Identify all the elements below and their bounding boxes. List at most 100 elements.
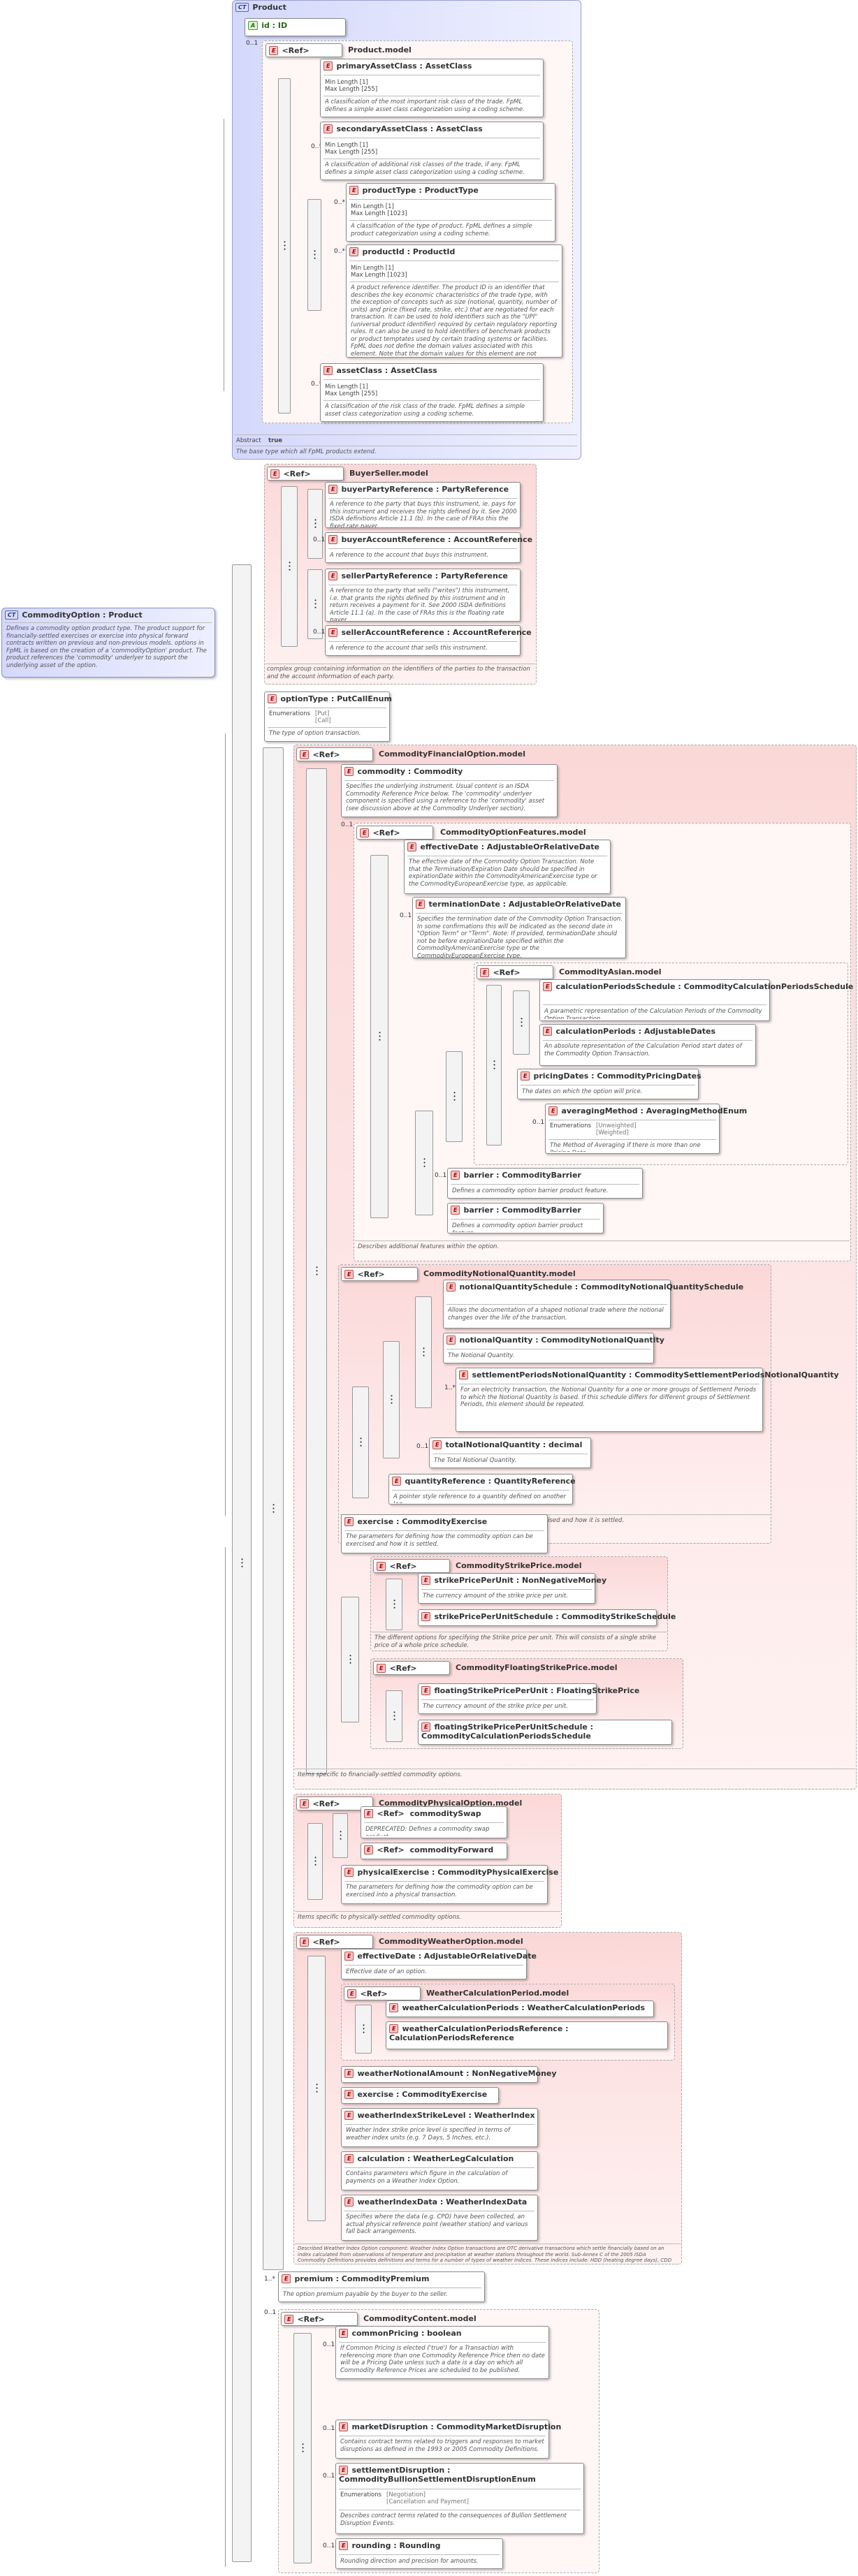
element-badge: E — [284, 2315, 294, 2324]
sequence-compositor[interactable] — [293, 2333, 312, 2563]
documentation: The type of option transaction. — [269, 730, 361, 737]
ref-label: <Ref> — [282, 46, 310, 55]
choice-compositor[interactable] — [341, 1597, 359, 1722]
element-name: sellerPartyReference : PartyReference — [341, 571, 508, 580]
choice-compositor[interactable] — [383, 1341, 400, 1458]
sequence-compositor[interactable] — [446, 1051, 463, 1142]
enumeration-values: [Unweighted] [Weighted] — [596, 1122, 637, 1136]
commodity-physical-option-ref[interactable]: E<Ref> — [296, 1796, 373, 1810]
sequence-compositor[interactable] — [370, 855, 388, 1218]
commodity-notional-quantity-ref[interactable]: E<Ref> — [341, 1267, 418, 1281]
multiplicity: 0..* — [334, 248, 345, 255]
choice-compositor[interactable] — [333, 1813, 348, 1858]
ref-label: <Ref> — [389, 1562, 417, 1571]
sequence-compositor[interactable] — [486, 985, 502, 1146]
element-commodity-forward[interactable]: E<Ref>commodityForward — [361, 1843, 507, 1859]
sequence-compositor[interactable] — [306, 768, 327, 1774]
element-commodity-swap[interactable]: E<Ref>commoditySwap DEPRECATED: Defines … — [361, 1806, 507, 1838]
commodity-floating-strike-price-ref[interactable]: E<Ref> — [373, 1661, 450, 1675]
commodity-content-ref[interactable]: E<Ref> — [281, 2312, 358, 2326]
multiplicity: 0..1 — [435, 1172, 447, 1179]
element-badge: E — [521, 1071, 530, 1081]
element-name: commodity : Commodity — [357, 767, 463, 776]
element-badge: E — [344, 767, 354, 776]
choice-compositor[interactable] — [307, 199, 321, 311]
sequence-compositor[interactable] — [281, 486, 298, 647]
root-sequence-compositor[interactable] — [232, 564, 252, 2562]
commodity-financial-option-ref[interactable]: E<Ref> — [296, 747, 373, 761]
buyer-seller-ref[interactable]: E<Ref> — [267, 467, 344, 481]
sequence-compositor[interactable] — [352, 1386, 369, 1498]
weather-calculation-period-ref[interactable]: E<Ref> — [344, 1986, 421, 2000]
sequence-compositor[interactable] — [307, 1956, 326, 2221]
ref-label: <Ref> — [389, 1664, 417, 1673]
element-name: premium : CommodityPremium — [294, 2274, 430, 2283]
choice-compositor[interactable] — [263, 747, 284, 2270]
sequence-compositor[interactable] — [307, 489, 323, 559]
choice-compositor[interactable] — [355, 2005, 372, 2054]
multiplicity: 0..1 — [313, 629, 326, 636]
element-badge: E — [300, 1799, 310, 1808]
documentation: The Notional Quantity. — [448, 1352, 515, 1359]
commodity-strike-price-ref[interactable]: E<Ref> — [373, 1559, 450, 1573]
sequence-compositor[interactable] — [278, 78, 291, 414]
choice-compositor[interactable] — [513, 990, 530, 1055]
commodity-asian-ref[interactable]: E<Ref> — [477, 965, 553, 979]
commodity-option-features-ref[interactable]: E<Ref> — [356, 826, 433, 840]
commodity-weather-option-ref[interactable]: E<Ref> — [296, 1935, 373, 1949]
sequence-compositor[interactable] — [415, 1296, 432, 1408]
sequence-compositor[interactable] — [307, 1823, 323, 1900]
choice-compositor[interactable] — [386, 1690, 402, 1742]
choice-compositor[interactable] — [386, 1579, 402, 1630]
choice-compositor[interactable] — [415, 1111, 433, 1215]
sequence-compositor[interactable] — [307, 569, 323, 639]
enumerations-label: Enumerations — [340, 2491, 382, 2498]
product-model-ref[interactable]: E<Ref> — [266, 43, 342, 57]
